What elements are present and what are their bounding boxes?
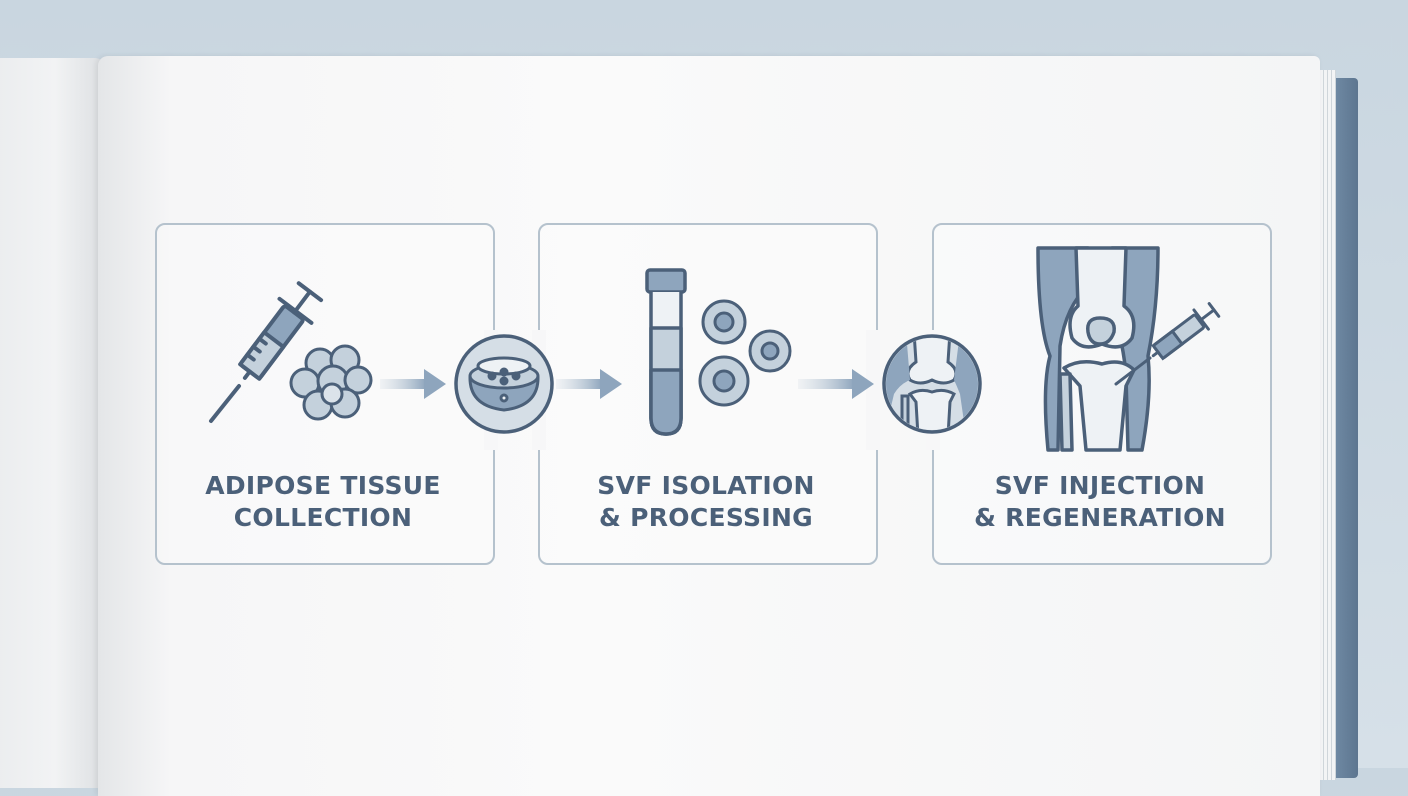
border-gap <box>866 330 880 450</box>
arrow-right-icon <box>798 369 874 399</box>
step-title-line-1: ADIPOSE TISSUE <box>205 471 441 500</box>
arrow-right-icon <box>556 369 622 399</box>
syringe-fat-cells-icon <box>209 281 373 423</box>
arrow-right-icon <box>380 369 446 399</box>
step-label-injection: SVF INJECTION & REGENERATION <box>932 470 1268 534</box>
step-label-processing: SVF ISOLATION & PROCESSING <box>538 470 874 534</box>
step-title-line-2: & REGENERATION <box>974 503 1226 532</box>
step-title-line-1: SVF ISOLATION <box>597 471 815 500</box>
step-title-line-1: SVF INJECTION <box>994 471 1206 500</box>
step-label-collection: ADIPOSE TISSUE COLLECTION <box>155 470 491 534</box>
centrifuge-icon <box>454 334 554 434</box>
step-title-line-2: COLLECTION <box>233 503 413 532</box>
test-tube-cells-icon <box>645 268 792 436</box>
left-page <box>0 58 105 788</box>
step-title-line-2: & PROCESSING <box>599 503 813 532</box>
knee-joint-icon <box>882 334 982 434</box>
knee-injection-icon <box>1036 246 1221 452</box>
